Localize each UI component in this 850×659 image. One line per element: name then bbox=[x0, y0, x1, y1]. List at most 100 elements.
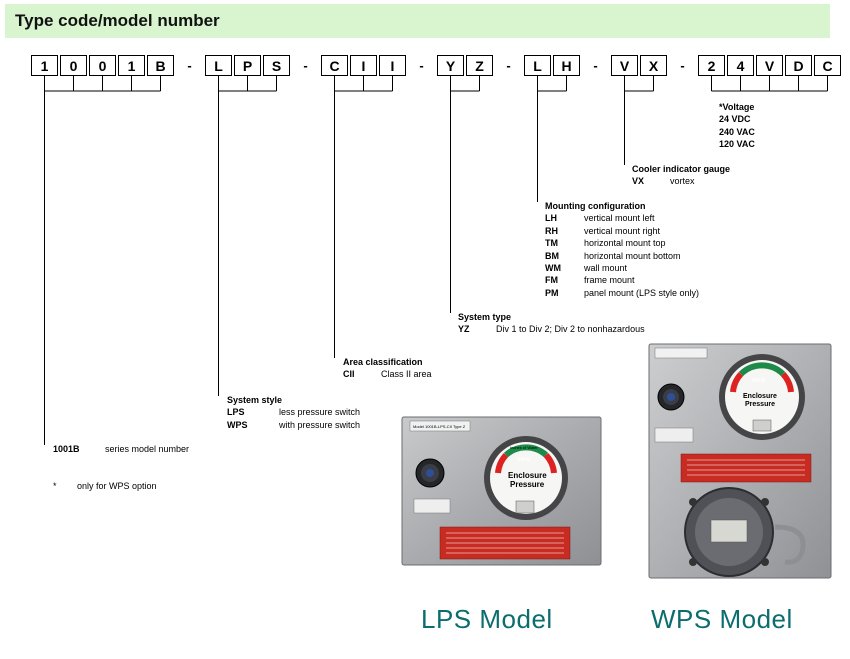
code-separator: - bbox=[506, 58, 511, 73]
series-code: 1001B bbox=[53, 444, 80, 454]
area-title: Area classification bbox=[343, 357, 423, 367]
code-character-box: B bbox=[147, 55, 174, 76]
lps-model-label: LPS Model bbox=[421, 604, 553, 634]
style-title: System style bbox=[227, 395, 283, 405]
style-row: LPS less pressure switch bbox=[227, 406, 360, 418]
code-character-box: Y bbox=[437, 55, 464, 76]
code-character-box: I bbox=[379, 55, 406, 76]
code-separator: - bbox=[187, 58, 192, 73]
lps-gauge-safe: SAFE bbox=[517, 457, 531, 463]
mounting-desc: horizontal mount bottom bbox=[584, 250, 681, 261]
wps-gauge-safe: SAFE bbox=[752, 378, 766, 384]
series-desc: series model number bbox=[105, 444, 190, 454]
cooler-row: VX vortex bbox=[632, 175, 730, 187]
area-row: CII Class II area bbox=[343, 368, 432, 380]
mounting-row: FM frame mount bbox=[545, 274, 699, 286]
mounting-code: LH bbox=[545, 213, 557, 224]
mounting-desc: vertical mount left bbox=[584, 213, 655, 224]
mounting-code: RH bbox=[545, 225, 558, 236]
wps-model-photo: SAFE Enclosure Pressure bbox=[648, 343, 832, 579]
mounting-row: WM wall mount bbox=[545, 262, 699, 274]
footnote-text: only for WPS option bbox=[77, 481, 157, 491]
mounting-row: LH vertical mount left bbox=[545, 212, 699, 224]
code-character-box: L bbox=[205, 55, 232, 76]
code-character-box: 4 bbox=[727, 55, 754, 76]
code-character-box: D bbox=[785, 55, 812, 76]
mounting-desc: frame mount bbox=[584, 275, 635, 286]
code-character-box: Z bbox=[466, 55, 493, 76]
area-code: CII bbox=[343, 369, 355, 380]
voltage-option: 240 VAC bbox=[719, 126, 755, 137]
cooler-desc: vortex bbox=[670, 176, 695, 187]
voltage-block: *Voltage 24 VDC 240 VAC 120 VAC bbox=[719, 101, 755, 151]
system-type-desc: Div 1 to Div 2; Div 2 to nonhazardous bbox=[496, 324, 645, 335]
wps-gauge-label2: Pressure bbox=[745, 401, 775, 408]
code-separator: - bbox=[680, 58, 685, 73]
style-desc: less pressure switch bbox=[279, 407, 361, 418]
code-character-box: S bbox=[263, 55, 290, 76]
style-block: System style LPS less pressure switch WPS… bbox=[227, 394, 360, 431]
mounting-desc: horizontal mount top bbox=[584, 238, 666, 249]
series-block: 1001B series model number bbox=[53, 443, 189, 455]
mounting-row: BM horizontal mount bottom bbox=[545, 250, 699, 262]
wps-model-label: WPS Model bbox=[651, 604, 793, 634]
mounting-row: PM panel mount (LPS style only) bbox=[545, 287, 699, 299]
wps-gauge-label1: Enclosure bbox=[743, 393, 777, 400]
lps-gauge-top: Inches of Water bbox=[510, 445, 539, 450]
header-bar: Type code/model number bbox=[5, 4, 830, 38]
mounting-code: FM bbox=[545, 275, 558, 286]
code-character-box: X bbox=[640, 55, 667, 76]
cooler-block: Cooler indicator gauge VX vortex bbox=[632, 163, 730, 188]
code-character-box: V bbox=[756, 55, 783, 76]
style-row: WPS with pressure switch bbox=[227, 419, 360, 431]
lps-model-photo: Model 1001B-LPS-CII Type Z SAFE Inches o… bbox=[401, 416, 602, 566]
code-character-box: L bbox=[524, 55, 551, 76]
code-character-box: P bbox=[234, 55, 261, 76]
code-character-box: C bbox=[814, 55, 841, 76]
series-row: 1001B series model number bbox=[53, 443, 189, 455]
code-character-box: C bbox=[321, 55, 348, 76]
code-character-box: 1 bbox=[118, 55, 145, 76]
voltage-title: *Voltage bbox=[719, 102, 755, 112]
code-character-box: V bbox=[611, 55, 638, 76]
mounting-code: BM bbox=[545, 250, 559, 261]
page-title: Type code/model number bbox=[15, 11, 220, 30]
code-character-box: 0 bbox=[89, 55, 116, 76]
system-type-title: System type bbox=[458, 312, 512, 322]
mounting-block: Mounting configuration LH vertical mount … bbox=[545, 200, 699, 299]
system-type-block: System type YZ Div 1 to Div 2; Div 2 to n… bbox=[458, 311, 645, 336]
mounting-desc: panel mount (LPS style only) bbox=[584, 287, 700, 298]
code-separator: - bbox=[419, 58, 424, 73]
system-type-code: YZ bbox=[458, 324, 470, 335]
style-code: LPS bbox=[227, 407, 245, 418]
cooler-code: VX bbox=[632, 176, 645, 187]
code-character-box: 1 bbox=[31, 55, 58, 76]
style-code: WPS bbox=[227, 419, 248, 430]
mounting-code: WM bbox=[545, 263, 561, 274]
mounting-desc: wall mount bbox=[584, 263, 628, 274]
code-character-box: I bbox=[350, 55, 377, 76]
code-separator: - bbox=[593, 58, 598, 73]
mounting-desc: vertical mount right bbox=[584, 225, 661, 236]
footnote: * only for WPS option bbox=[53, 480, 157, 492]
code-separator: - bbox=[303, 58, 308, 73]
lps-nameplate-text: Model 1001B-LPS-CII Type Z bbox=[413, 424, 466, 429]
style-desc: with pressure switch bbox=[279, 419, 361, 430]
code-character-box: 0 bbox=[60, 55, 87, 76]
cooler-title: Cooler indicator gauge bbox=[632, 164, 731, 174]
code-character-box: 2 bbox=[698, 55, 725, 76]
voltage-option: 120 VAC bbox=[719, 139, 755, 150]
footnote-mark: * bbox=[53, 481, 57, 491]
lps-gauge-label2: Pressure bbox=[510, 480, 545, 489]
mounting-code: PM bbox=[545, 287, 559, 298]
mounting-row: RH vertical mount right bbox=[545, 225, 699, 237]
system-type-row: YZ Div 1 to Div 2; Div 2 to nonhazardous bbox=[458, 323, 645, 335]
voltage-option: 24 VDC bbox=[719, 114, 751, 125]
code-character-box: H bbox=[553, 55, 580, 76]
lps-gauge-label1: Enclosure bbox=[508, 471, 547, 480]
area-desc: Class II area bbox=[381, 369, 432, 380]
area-block: Area classification CII Class II area bbox=[343, 356, 432, 381]
mounting-title: Mounting configuration bbox=[545, 201, 646, 211]
